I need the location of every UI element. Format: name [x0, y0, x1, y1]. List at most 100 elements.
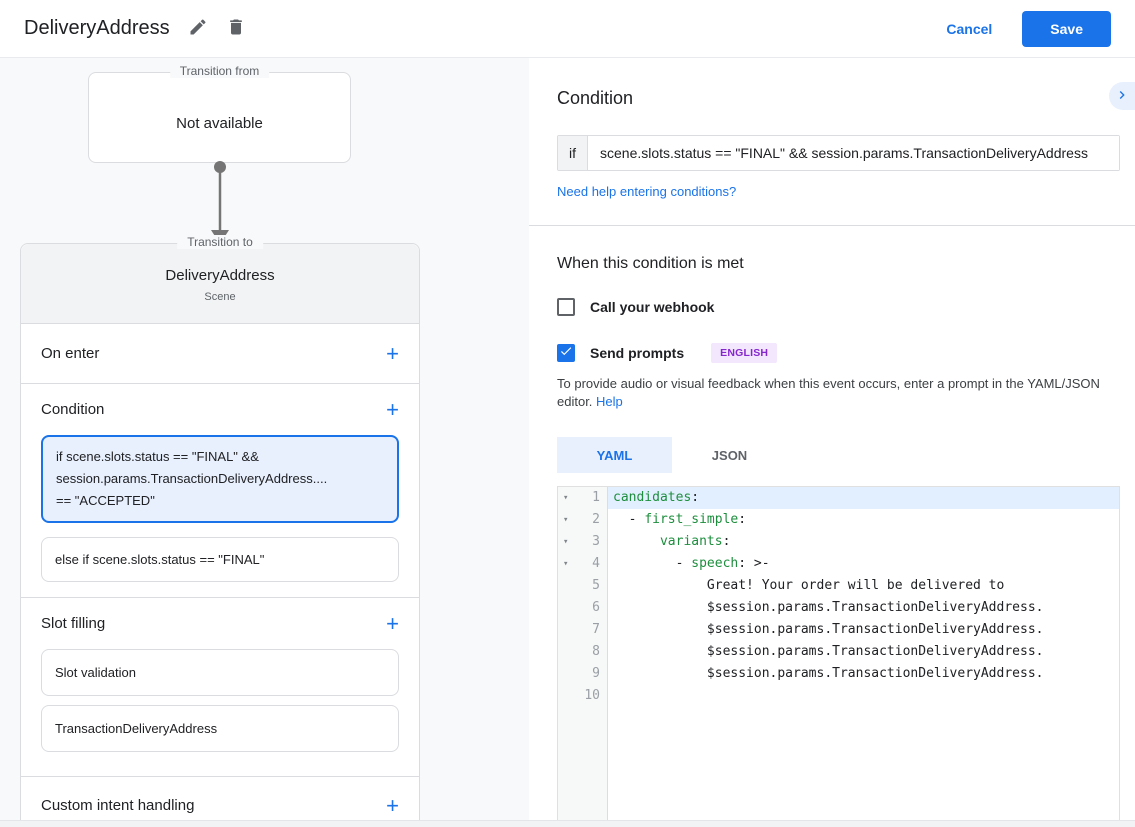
code-line[interactable]: ▾4 - speech: >- — [558, 553, 1119, 575]
chevron-right-icon — [1114, 87, 1130, 106]
add-custom-intent-button[interactable]: + — [386, 792, 399, 818]
fold-arrow-icon[interactable]: ▾ — [563, 515, 569, 525]
condition-item-selected[interactable]: if scene.slots.status == "FINAL" && sess… — [41, 435, 399, 523]
line-number: 10 — [584, 688, 600, 703]
line-number: 6 — [592, 600, 600, 615]
condition-detail-title: Condition — [557, 88, 634, 108]
line-number: 5 — [592, 578, 600, 593]
condition-section: Condition + if scene.slots.status == "FI… — [21, 384, 419, 598]
edit-scene-button[interactable] — [188, 17, 208, 40]
line-number: 1 — [592, 490, 600, 505]
prompt-description: To provide audio or visual feedback when… — [557, 375, 1120, 411]
section-divider — [529, 225, 1135, 226]
tab-json[interactable]: JSON — [672, 437, 787, 473]
line-gutter: ▾1 — [558, 487, 608, 509]
condition-expression-row: if — [557, 135, 1120, 171]
horizontal-scrollbar-track[interactable] — [0, 820, 1135, 827]
line-number: 7 — [592, 622, 600, 637]
prompt-description-text: To provide audio or visual feedback when… — [557, 376, 1100, 409]
code-line[interactable]: 10 — [558, 685, 1119, 707]
fold-arrow-icon[interactable]: ▾ — [563, 493, 569, 503]
add-on-enter-button[interactable]: + — [386, 340, 399, 366]
condition-section-title: Condition — [41, 401, 105, 418]
line-number: 8 — [592, 644, 600, 659]
if-prefix-label: if — [558, 136, 588, 170]
add-slot-button[interactable]: + — [386, 610, 399, 636]
on-enter-section: On enter + — [21, 324, 419, 384]
top-bar: DeliveryAddress Cancel Save — [0, 0, 1135, 58]
tab-yaml[interactable]: YAML — [557, 437, 672, 473]
slot-transaction-item[interactable]: TransactionDeliveryAddress — [41, 705, 399, 752]
line-number: 9 — [592, 666, 600, 681]
help-link[interactable]: Help — [596, 394, 623, 409]
fold-arrow-icon[interactable]: ▾ — [563, 559, 569, 569]
transition-to-card: Transition to DeliveryAddress Scene On e… — [20, 235, 420, 820]
scene-card-header: DeliveryAddress Scene — [21, 244, 419, 324]
slot-validation-item[interactable]: Slot validation — [41, 649, 399, 696]
line-gutter: 9 — [558, 663, 608, 685]
code-line[interactable]: 9 $session.params.TransactionDeliveryAdd… — [558, 663, 1119, 685]
line-content[interactable]: variants: — [659, 534, 731, 549]
code-line[interactable]: 6 $session.params.TransactionDeliveryAdd… — [558, 597, 1119, 619]
line-content[interactable]: $session.params.TransactionDeliveryAddre… — [613, 622, 1044, 637]
line-number: 2 — [592, 512, 600, 527]
line-content[interactable]: Great! Your order will be delivered to — [613, 578, 1005, 593]
line-gutter: ▾3 — [558, 531, 608, 553]
line-gutter: 7 — [558, 619, 608, 641]
slot-filling-header: Slot filling + — [21, 598, 419, 649]
code-line[interactable]: 8 $session.params.TransactionDeliveryAdd… — [558, 641, 1119, 663]
topbar-actions: Cancel Save — [946, 10, 1111, 47]
pencil-icon — [188, 17, 208, 40]
line-content[interactable]: - first_simple: — [613, 512, 747, 527]
send-prompts-checkbox[interactable] — [557, 344, 575, 362]
code-line[interactable]: 7 $session.params.TransactionDeliveryAdd… — [558, 619, 1119, 641]
add-condition-button[interactable]: + — [386, 396, 399, 422]
custom-intent-section: Custom intent handling + — [21, 777, 419, 820]
line-content[interactable]: $session.params.TransactionDeliveryAddre… — [613, 666, 1044, 681]
line-gutter: 10 — [558, 685, 608, 707]
condition-help-link[interactable]: Need help entering conditions? — [557, 184, 737, 199]
line-content[interactable] — [608, 685, 1119, 707]
page-title: DeliveryAddress — [24, 17, 170, 39]
cancel-button[interactable]: Cancel — [946, 20, 993, 37]
line-content[interactable]: $session.params.TransactionDeliveryAddre… — [613, 600, 1044, 615]
main-content: Transition from Not available Transition… — [0, 58, 1135, 820]
collapse-panel-button[interactable] — [1109, 82, 1135, 110]
line-gutter: ▾4 — [558, 553, 608, 575]
scene-type: Scene — [204, 291, 236, 303]
line-content[interactable]: - speech: >- — [613, 556, 770, 571]
editor-tabs: YAML JSON — [557, 437, 1135, 473]
send-prompts-row: Send prompts ENGLISH — [557, 343, 1135, 363]
code-line[interactable]: ▾3 variants: — [558, 531, 1119, 553]
line-content[interactable]: candidates: — [608, 487, 1119, 509]
line-content[interactable]: $session.params.TransactionDeliveryAddre… — [613, 644, 1044, 659]
trash-icon — [226, 17, 246, 40]
call-webhook-checkbox[interactable] — [557, 298, 575, 316]
fold-arrow-icon[interactable]: ▾ — [563, 537, 569, 547]
slot-filling-title: Slot filling — [41, 615, 106, 632]
condition-section-header: Condition + — [21, 384, 419, 435]
code-line[interactable]: 5 Great! Your order will be delivered to — [558, 575, 1119, 597]
transition-from-value: Not available — [176, 115, 263, 132]
line-gutter: 8 — [558, 641, 608, 663]
delete-scene-button[interactable] — [226, 17, 246, 40]
scene-name: DeliveryAddress — [165, 267, 275, 284]
code-line[interactable]: ▾ 2 - first_simple: — [558, 509, 1119, 531]
line-gutter: 5 — [558, 575, 608, 597]
send-prompts-label: Send prompts — [590, 345, 685, 361]
transition-to-label: Transition to — [177, 235, 263, 249]
condition-item-else[interactable]: else if scene.slots.status == "FINAL" — [41, 537, 399, 582]
condition-expression-input[interactable] — [588, 136, 1119, 170]
save-button[interactable]: Save — [1022, 10, 1111, 47]
scene-flow-pane: Transition from Not available Transition… — [0, 58, 529, 820]
webhook-row: Call your webhook — [557, 298, 1135, 316]
custom-intent-title: Custom intent handling — [41, 797, 195, 814]
when-condition-title: When this condition is met — [557, 255, 744, 272]
transition-from-box: Transition from Not available — [88, 64, 351, 163]
line-number: 4 — [592, 556, 600, 571]
line-number: 3 — [592, 534, 600, 549]
transition-from-label: Transition from — [169, 64, 270, 78]
